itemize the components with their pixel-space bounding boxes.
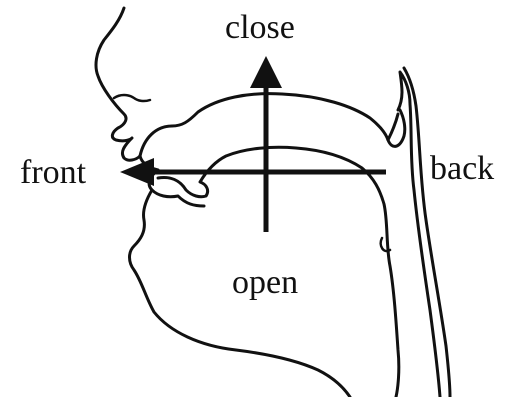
label-front: front (20, 156, 86, 190)
close-arrowhead (250, 56, 282, 88)
label-back: back (430, 152, 494, 186)
face-profile-outline (96, 8, 140, 160)
front-arrowhead (120, 158, 154, 186)
label-open: open (232, 266, 298, 300)
label-close: close (225, 11, 295, 45)
nostril-curl (114, 95, 150, 101)
